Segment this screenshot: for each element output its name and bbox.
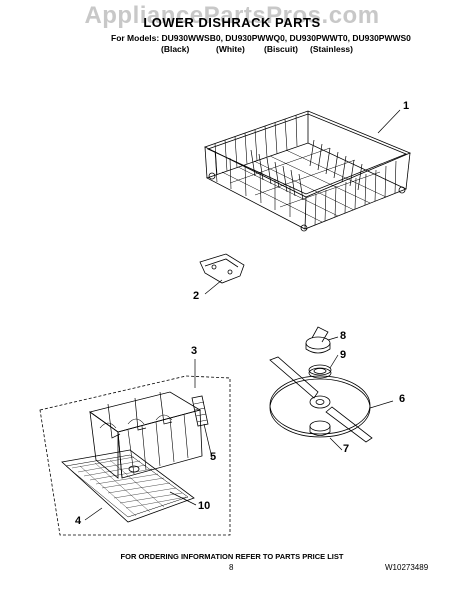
dishrack-drawing <box>203 110 412 232</box>
silverware-basket-assembly-box <box>39 375 231 536</box>
cap-drawing <box>305 326 331 354</box>
callout-2: 2 <box>193 290 200 302</box>
basket-insert-drawing <box>191 395 209 427</box>
callout-10: 10 <box>198 500 211 512</box>
callout-6: 6 <box>399 393 406 405</box>
callout-4: 4 <box>75 515 82 527</box>
ordering-note: FOR ORDERING INFORMATION REFER TO PARTS … <box>120 552 344 561</box>
callout-9: 9 <box>340 349 347 361</box>
callout-8: 8 <box>340 330 347 342</box>
callout-3: 3 <box>191 345 198 357</box>
color-biscuit: (Biscuit) <box>264 44 298 54</box>
model-list: For Models: DU930WWSB0, DU930PWWQ0, DU93… <box>111 33 411 43</box>
basket-lid-drawing <box>61 449 195 523</box>
spray-arm-drawing <box>269 356 373 443</box>
page-title: LOWER DISHRACK PARTS <box>143 15 321 30</box>
watermark: AppliancePartsPros.com <box>84 2 380 29</box>
leader-lines <box>84 109 401 521</box>
color-black: (Black) <box>161 44 190 54</box>
ring-drawing <box>308 364 332 379</box>
color-stainless: (Stainless) <box>310 44 353 54</box>
color-white: (White) <box>216 44 245 54</box>
callout-5: 5 <box>210 451 217 463</box>
silverware-basket-drawing <box>89 391 203 479</box>
callout-7: 7 <box>343 443 350 455</box>
page-number: 8 <box>229 563 234 572</box>
callout-1: 1 <box>403 100 410 112</box>
document-number: W10273489 <box>385 563 429 572</box>
bushing-drawing <box>309 420 331 436</box>
clip-drawing <box>199 253 245 284</box>
